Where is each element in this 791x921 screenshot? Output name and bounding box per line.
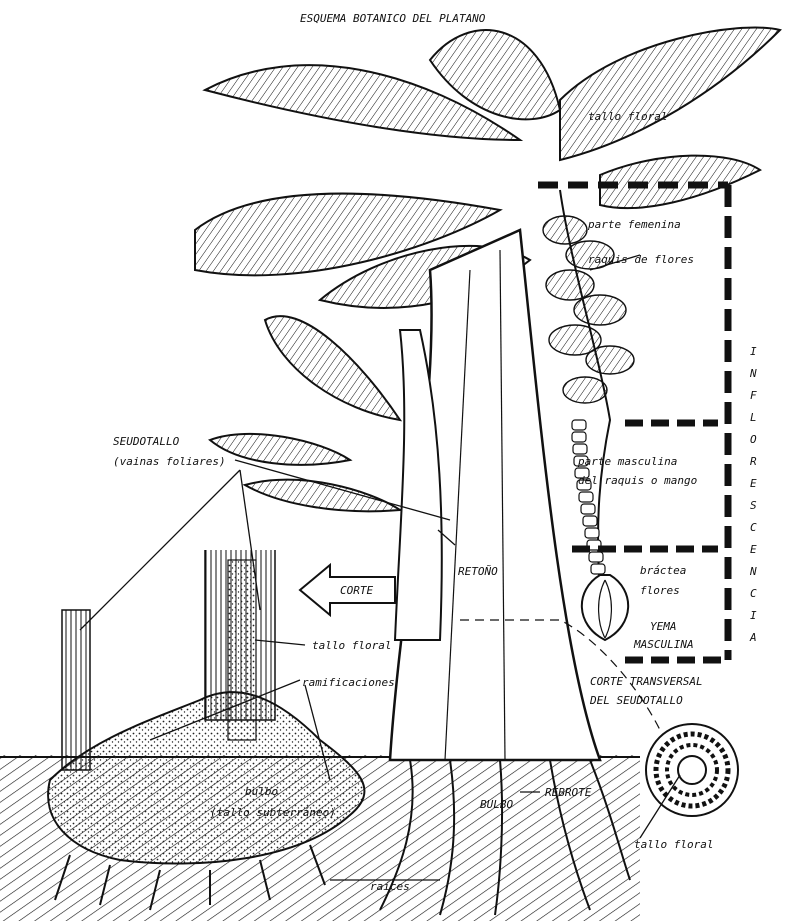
letter-10: E xyxy=(750,543,757,556)
diagram-title: ESQUEMA BOTANICO DEL PLATANO xyxy=(300,12,486,25)
letter-11: N xyxy=(749,565,757,578)
label-tallo-subterraneo: (tallo subterráneo) xyxy=(210,806,336,819)
label-corte: CORTE xyxy=(340,584,373,597)
label-seudotallo: SEUDOTALLO xyxy=(113,435,180,448)
label-vainas: (vainas foliares) xyxy=(113,455,226,468)
letter-7: E xyxy=(750,477,757,490)
letter-13: I xyxy=(750,609,757,622)
label-tallo-floral-top: tallo floral xyxy=(588,110,667,123)
letter-3: F xyxy=(750,389,757,402)
inflorescencia-vertical: I N F L O R E S C E N C I A xyxy=(749,345,757,644)
label-retono: RETOÑO xyxy=(458,565,498,578)
letter-4: L xyxy=(750,411,757,424)
label-tallo-floral-mid: tallo floral xyxy=(312,639,391,652)
label-raquis-mango: del raquis o mango xyxy=(578,474,697,487)
label-ramificaciones: ramificaciones xyxy=(302,676,395,689)
letter-9: C xyxy=(750,521,757,534)
label-yema: YEMA xyxy=(650,620,677,633)
letter-12: C xyxy=(750,587,757,600)
label-parte-femenina: parte femenina xyxy=(587,218,681,231)
letter-6: R xyxy=(750,455,757,468)
letter-8: S xyxy=(750,499,757,512)
label-bulbo-right: BULBO xyxy=(480,798,513,811)
letter-1: I xyxy=(750,345,757,358)
letter-5: O xyxy=(750,433,757,446)
label-raices: raíces xyxy=(370,880,410,893)
label-bractea: bráctea xyxy=(640,564,686,577)
label-rebrote: REBROTE xyxy=(545,786,592,799)
letter-2: N xyxy=(749,367,757,380)
label-raquis-flores: raquis de flores xyxy=(588,253,694,266)
letter-14: A xyxy=(749,631,757,644)
label-del-seudotallo: DEL SEUDOTALLO xyxy=(589,694,683,707)
label-bulbo-left: bulbo xyxy=(245,785,278,798)
label-masculina: MASCULINA xyxy=(633,638,694,651)
label-parte-masculina: parte masculina xyxy=(577,455,677,468)
label-tallo-floral-bottom: tallo floral xyxy=(634,838,713,851)
label-flores: flores xyxy=(640,584,680,597)
label-corte-transversal: CORTE TRANSVERSAL xyxy=(590,675,703,688)
